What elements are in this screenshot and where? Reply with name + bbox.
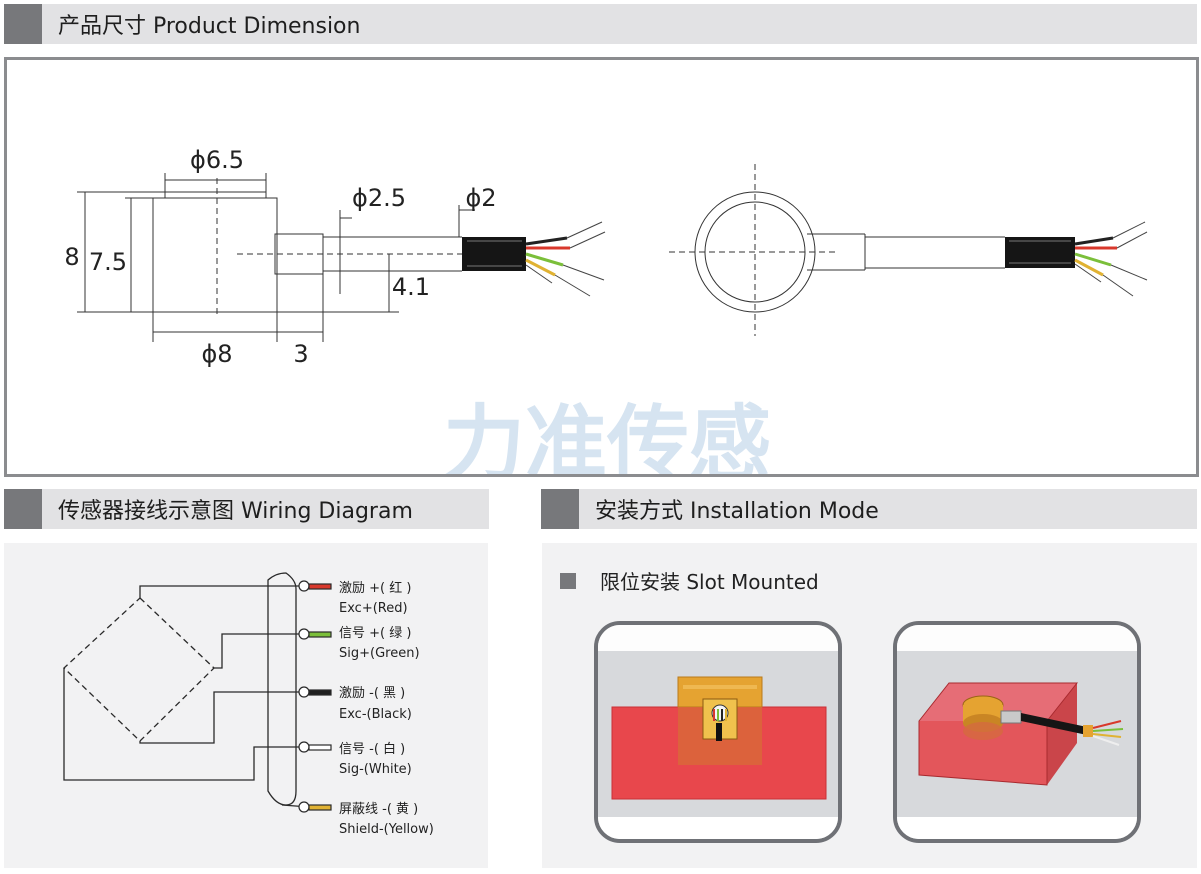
wire-label-cn: 激励 +( 红 ) <box>339 580 411 596</box>
sensor-top-view <box>669 164 1005 336</box>
header-marker <box>541 489 579 529</box>
dim-label-total-height: 8 <box>64 243 79 271</box>
installation-section-title: 安装方式 Installation Mode <box>595 499 879 524</box>
wire-label-en: Shield-(Yellow) <box>339 822 434 837</box>
bridge-circuit <box>63 597 215 742</box>
header-marker <box>4 4 42 44</box>
dim-label-wire-diameter: ϕ2 <box>465 184 496 212</box>
dimension-drawing-frame: 力准传感 <box>4 57 1199 492</box>
wire-label-en: Exc-(Black) <box>339 707 412 722</box>
wire-label-en: Exc+(Red) <box>339 601 408 616</box>
installation-panel: 限位安装 Slot Mounted <box>542 543 1197 868</box>
slot-mounted-text: 限位安装 Slot Mounted <box>600 570 819 594</box>
dim-label-body-height: 7.5 <box>89 248 127 276</box>
cable-bundle <box>267 572 297 806</box>
install-render-perspective <box>893 621 1141 843</box>
dimension-section-title: 产品尺寸 Product Dimension <box>58 14 361 39</box>
dim-label-offset: 4.1 <box>392 273 430 301</box>
dimension-drawing: 力准传感 <box>64 146 1148 492</box>
slot-mounted-label: 限位安装 Slot Mounted <box>560 566 819 595</box>
side-cable-end <box>462 221 606 297</box>
dim-label-base-diameter: ϕ8 <box>201 340 232 368</box>
dim-label-tab-length: 3 <box>293 340 308 368</box>
bullet-square <box>560 572 576 589</box>
install-render-front <box>594 621 842 843</box>
front-view-render <box>598 625 838 839</box>
wire-terminals <box>298 580 332 813</box>
wire-label-cn: 激励 -( 黑 ) <box>339 686 405 701</box>
wiring-section-title: 传感器接线示意图 Wiring Diagram <box>58 499 413 524</box>
wire-label-cn: 信号 -( 白 ) <box>339 741 405 757</box>
wire-label-en: Sig-(White) <box>339 762 412 777</box>
wire-label-cn: 屏蔽线 -( 黄 ) <box>339 802 418 817</box>
wire-label-en: Sig+(Green) <box>339 646 420 661</box>
installation-section-header: 安装方式 Installation Mode <box>541 489 1197 529</box>
wiring-diagram: 激励 +( 红 ) Exc+(Red) 信号 +( 绿 ) Sig+(Green… <box>63 572 434 837</box>
wiring-panel: 激励 +( 红 ) Exc+(Red) 信号 +( 绿 ) Sig+(Green… <box>4 543 488 868</box>
dim-label-top-diameter: ϕ6.5 <box>190 146 244 174</box>
perspective-view-render <box>897 625 1137 839</box>
dimension-section-header: 产品尺寸 Product Dimension <box>4 4 1197 44</box>
wire-label-cn: 信号 +( 绿 ) <box>339 626 411 641</box>
dim-label-cable-diameter: ϕ2.5 <box>352 184 406 212</box>
wiring-section-header: 传感器接线示意图 Wiring Diagram <box>4 489 489 529</box>
watermark: 力准传感 <box>443 397 771 474</box>
header-marker <box>4 489 42 529</box>
sensor-body-side <box>152 197 278 313</box>
sensor-top-boss <box>164 191 267 199</box>
top-cable-end <box>1005 221 1148 297</box>
